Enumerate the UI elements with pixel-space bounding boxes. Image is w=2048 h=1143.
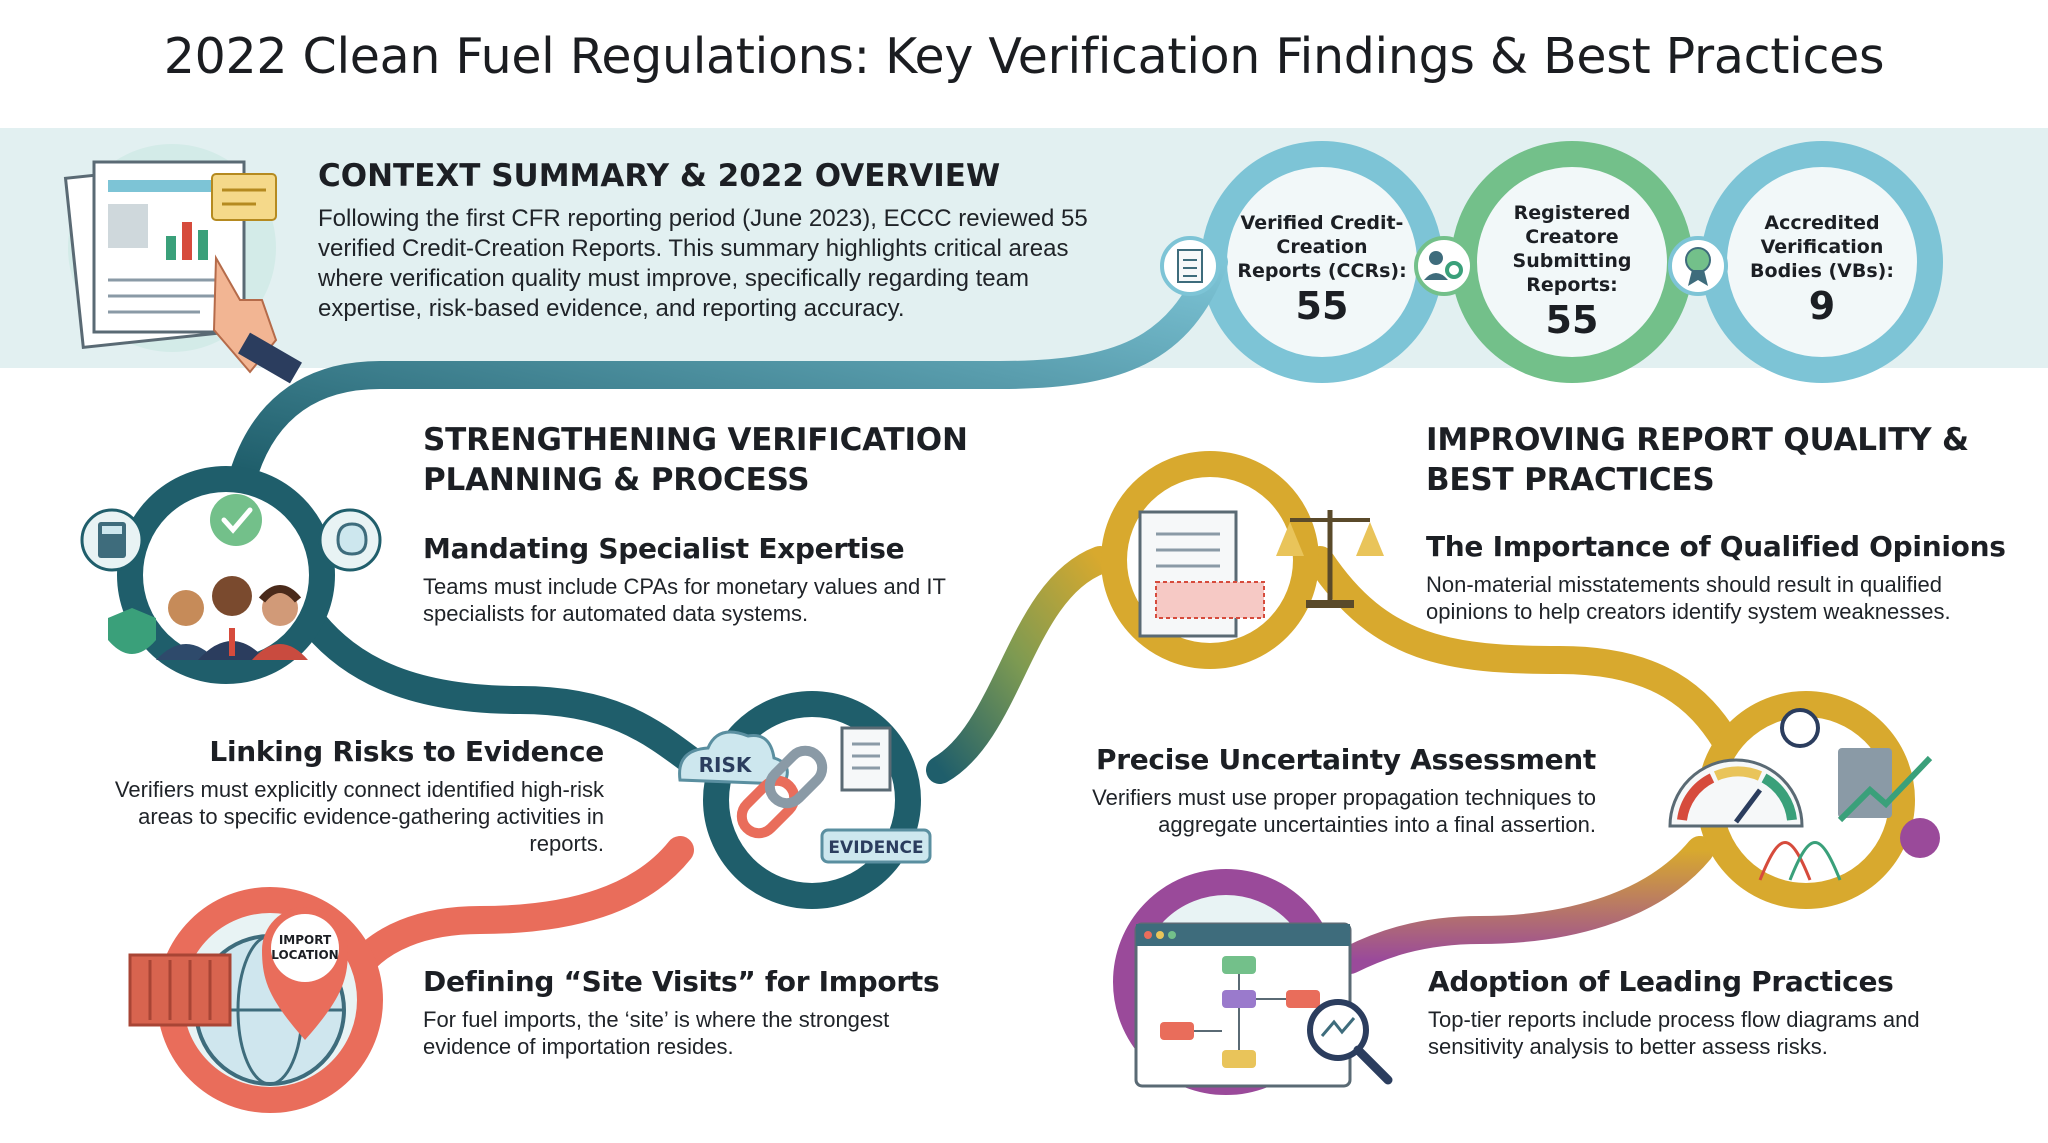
stat-value: 55 bbox=[1295, 284, 1349, 328]
context-body: Following the first CFR reporting period… bbox=[318, 205, 1088, 322]
document-icon bbox=[1160, 236, 1220, 296]
item-leading-practices: Adoption of Leading Practices Top-tier r… bbox=[1428, 965, 1988, 1060]
item-body: Non-material misstatements should result… bbox=[1426, 572, 1951, 624]
risk-evidence-illustration bbox=[678, 691, 932, 909]
stat-registered-creators: Registered Creatore Submitting Reports: … bbox=[1487, 201, 1657, 343]
item-body: Top-tier reports include process flow di… bbox=[1428, 1007, 1920, 1059]
item-title: Linking Risks to Evidence bbox=[209, 735, 604, 768]
import-globe-illustration bbox=[128, 887, 383, 1113]
stat-label: Accredited Verification Bodies (VBs): bbox=[1750, 212, 1894, 282]
item-qualified-opinions: The Importance of Qualified Opinions Non… bbox=[1426, 530, 2006, 625]
left-section-heading: STRENGTHENING VERIFICATION PLANNING & PR… bbox=[423, 422, 968, 498]
item-specialist-expertise: Mandating Specialist Expertise Teams mus… bbox=[423, 532, 983, 627]
item-uncertainty-assessment: Precise Uncertainty Assessment Verifiers… bbox=[1076, 743, 1596, 838]
item-site-visits: Defining “Site Visits” for Imports For f… bbox=[423, 965, 983, 1060]
item-linking-risks: Linking Risks to Evidence Verifiers must… bbox=[100, 735, 604, 857]
right-section-heading: IMPROVING REPORT QUALITY & BEST PRACTICE… bbox=[1426, 422, 1969, 498]
risk-label: RISK bbox=[699, 753, 753, 777]
team-expertise-illustration bbox=[80, 466, 382, 684]
stat-accredited-vbs: Accredited Verification Bodies (VBs): 9 bbox=[1737, 211, 1907, 329]
item-body: Verifiers must explicitly connect identi… bbox=[114, 777, 604, 856]
connector-paths bbox=[231, 248, 1739, 979]
context-heading: CONTEXT SUMMARY & 2022 OVERVIEW bbox=[318, 158, 1001, 194]
process-flow-illustration bbox=[1113, 869, 1393, 1095]
item-title: Precise Uncertainty Assessment bbox=[1096, 743, 1596, 776]
award-badge-icon bbox=[1668, 236, 1728, 296]
item-title: The Importance of Qualified Opinions bbox=[1426, 530, 2006, 563]
stat-label: Verified Credit-Creation Reports (CCRs): bbox=[1237, 212, 1407, 282]
stat-value: 9 bbox=[1808, 284, 1836, 328]
uncertainty-gauge-illustration bbox=[1668, 691, 1940, 909]
stat-label: Registered Creatore Submitting Reports: bbox=[1512, 202, 1632, 296]
report-review-illustration bbox=[63, 144, 302, 384]
stat-verified-ccrs: Verified Credit-Creation Reports (CCRs):… bbox=[1237, 211, 1407, 329]
item-body: Verifiers must use proper propagation te… bbox=[1092, 785, 1596, 837]
page-title: 2022 Clean Fuel Regulations: Key Verific… bbox=[163, 28, 1885, 85]
people-gear-icon bbox=[1414, 236, 1474, 296]
item-body: For fuel imports, the ‘site’ is where th… bbox=[423, 1007, 890, 1059]
item-body: Teams must include CPAs for monetary val… bbox=[423, 574, 946, 626]
evidence-label: EVIDENCE bbox=[828, 838, 923, 858]
context-summary: CONTEXT SUMMARY & 2022 OVERVIEW Followin… bbox=[318, 158, 1118, 324]
item-title: Mandating Specialist Expertise bbox=[423, 532, 905, 565]
stat-value: 55 bbox=[1545, 298, 1599, 342]
qualified-opinion-illustration bbox=[1101, 451, 1384, 669]
item-title: Defining “Site Visits” for Imports bbox=[423, 965, 940, 998]
item-title: Adoption of Leading Practices bbox=[1428, 965, 1894, 998]
